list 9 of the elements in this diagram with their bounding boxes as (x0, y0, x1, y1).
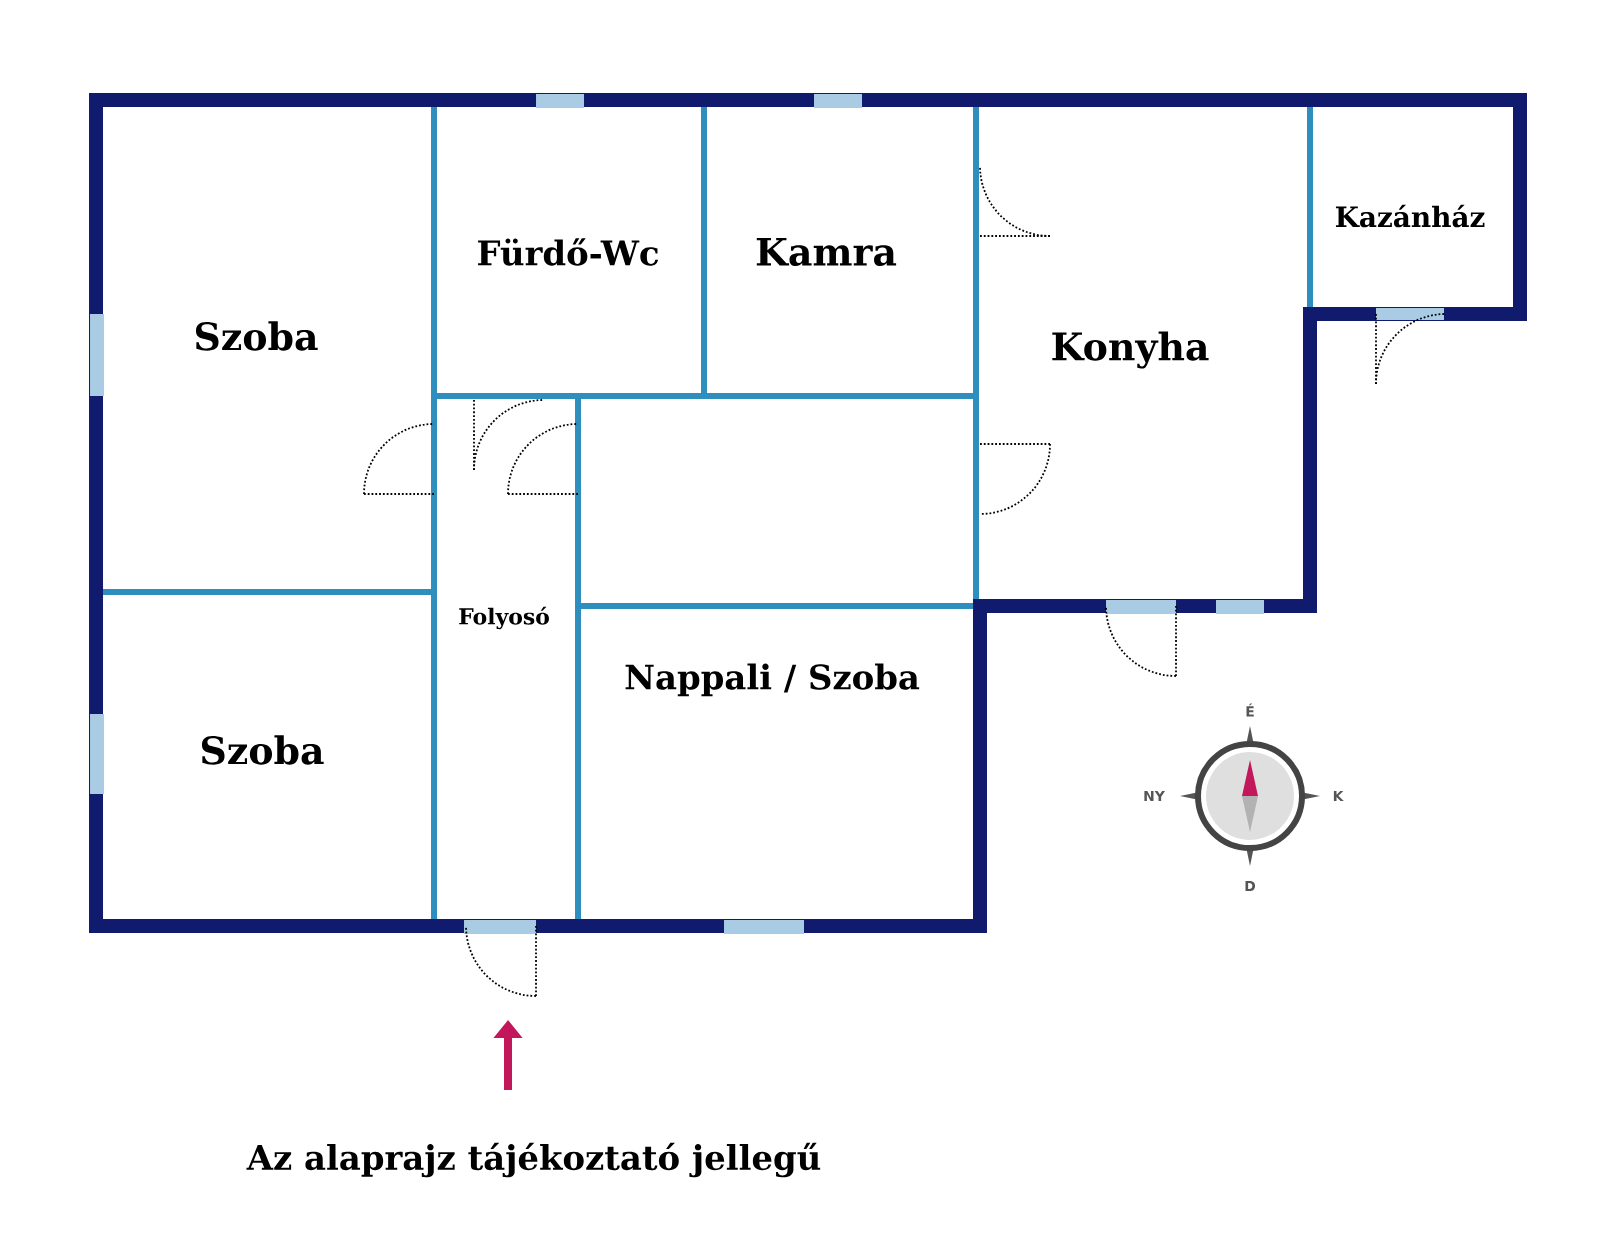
room-label: Fürdő-Wc (478, 238, 658, 266)
room-label: Szoba (195, 321, 318, 351)
room-label: Konyha (1052, 331, 1209, 369)
room-label: Nappali / Szoba (625, 663, 920, 697)
room-label: Kamra (756, 237, 897, 267)
room-label: Kazánház (1335, 204, 1485, 228)
room-label: Szoba (201, 735, 324, 765)
room-label: Folyosó (459, 606, 549, 630)
caption: Az alaprajz tájékoztató jellegű (246, 1142, 821, 1178)
